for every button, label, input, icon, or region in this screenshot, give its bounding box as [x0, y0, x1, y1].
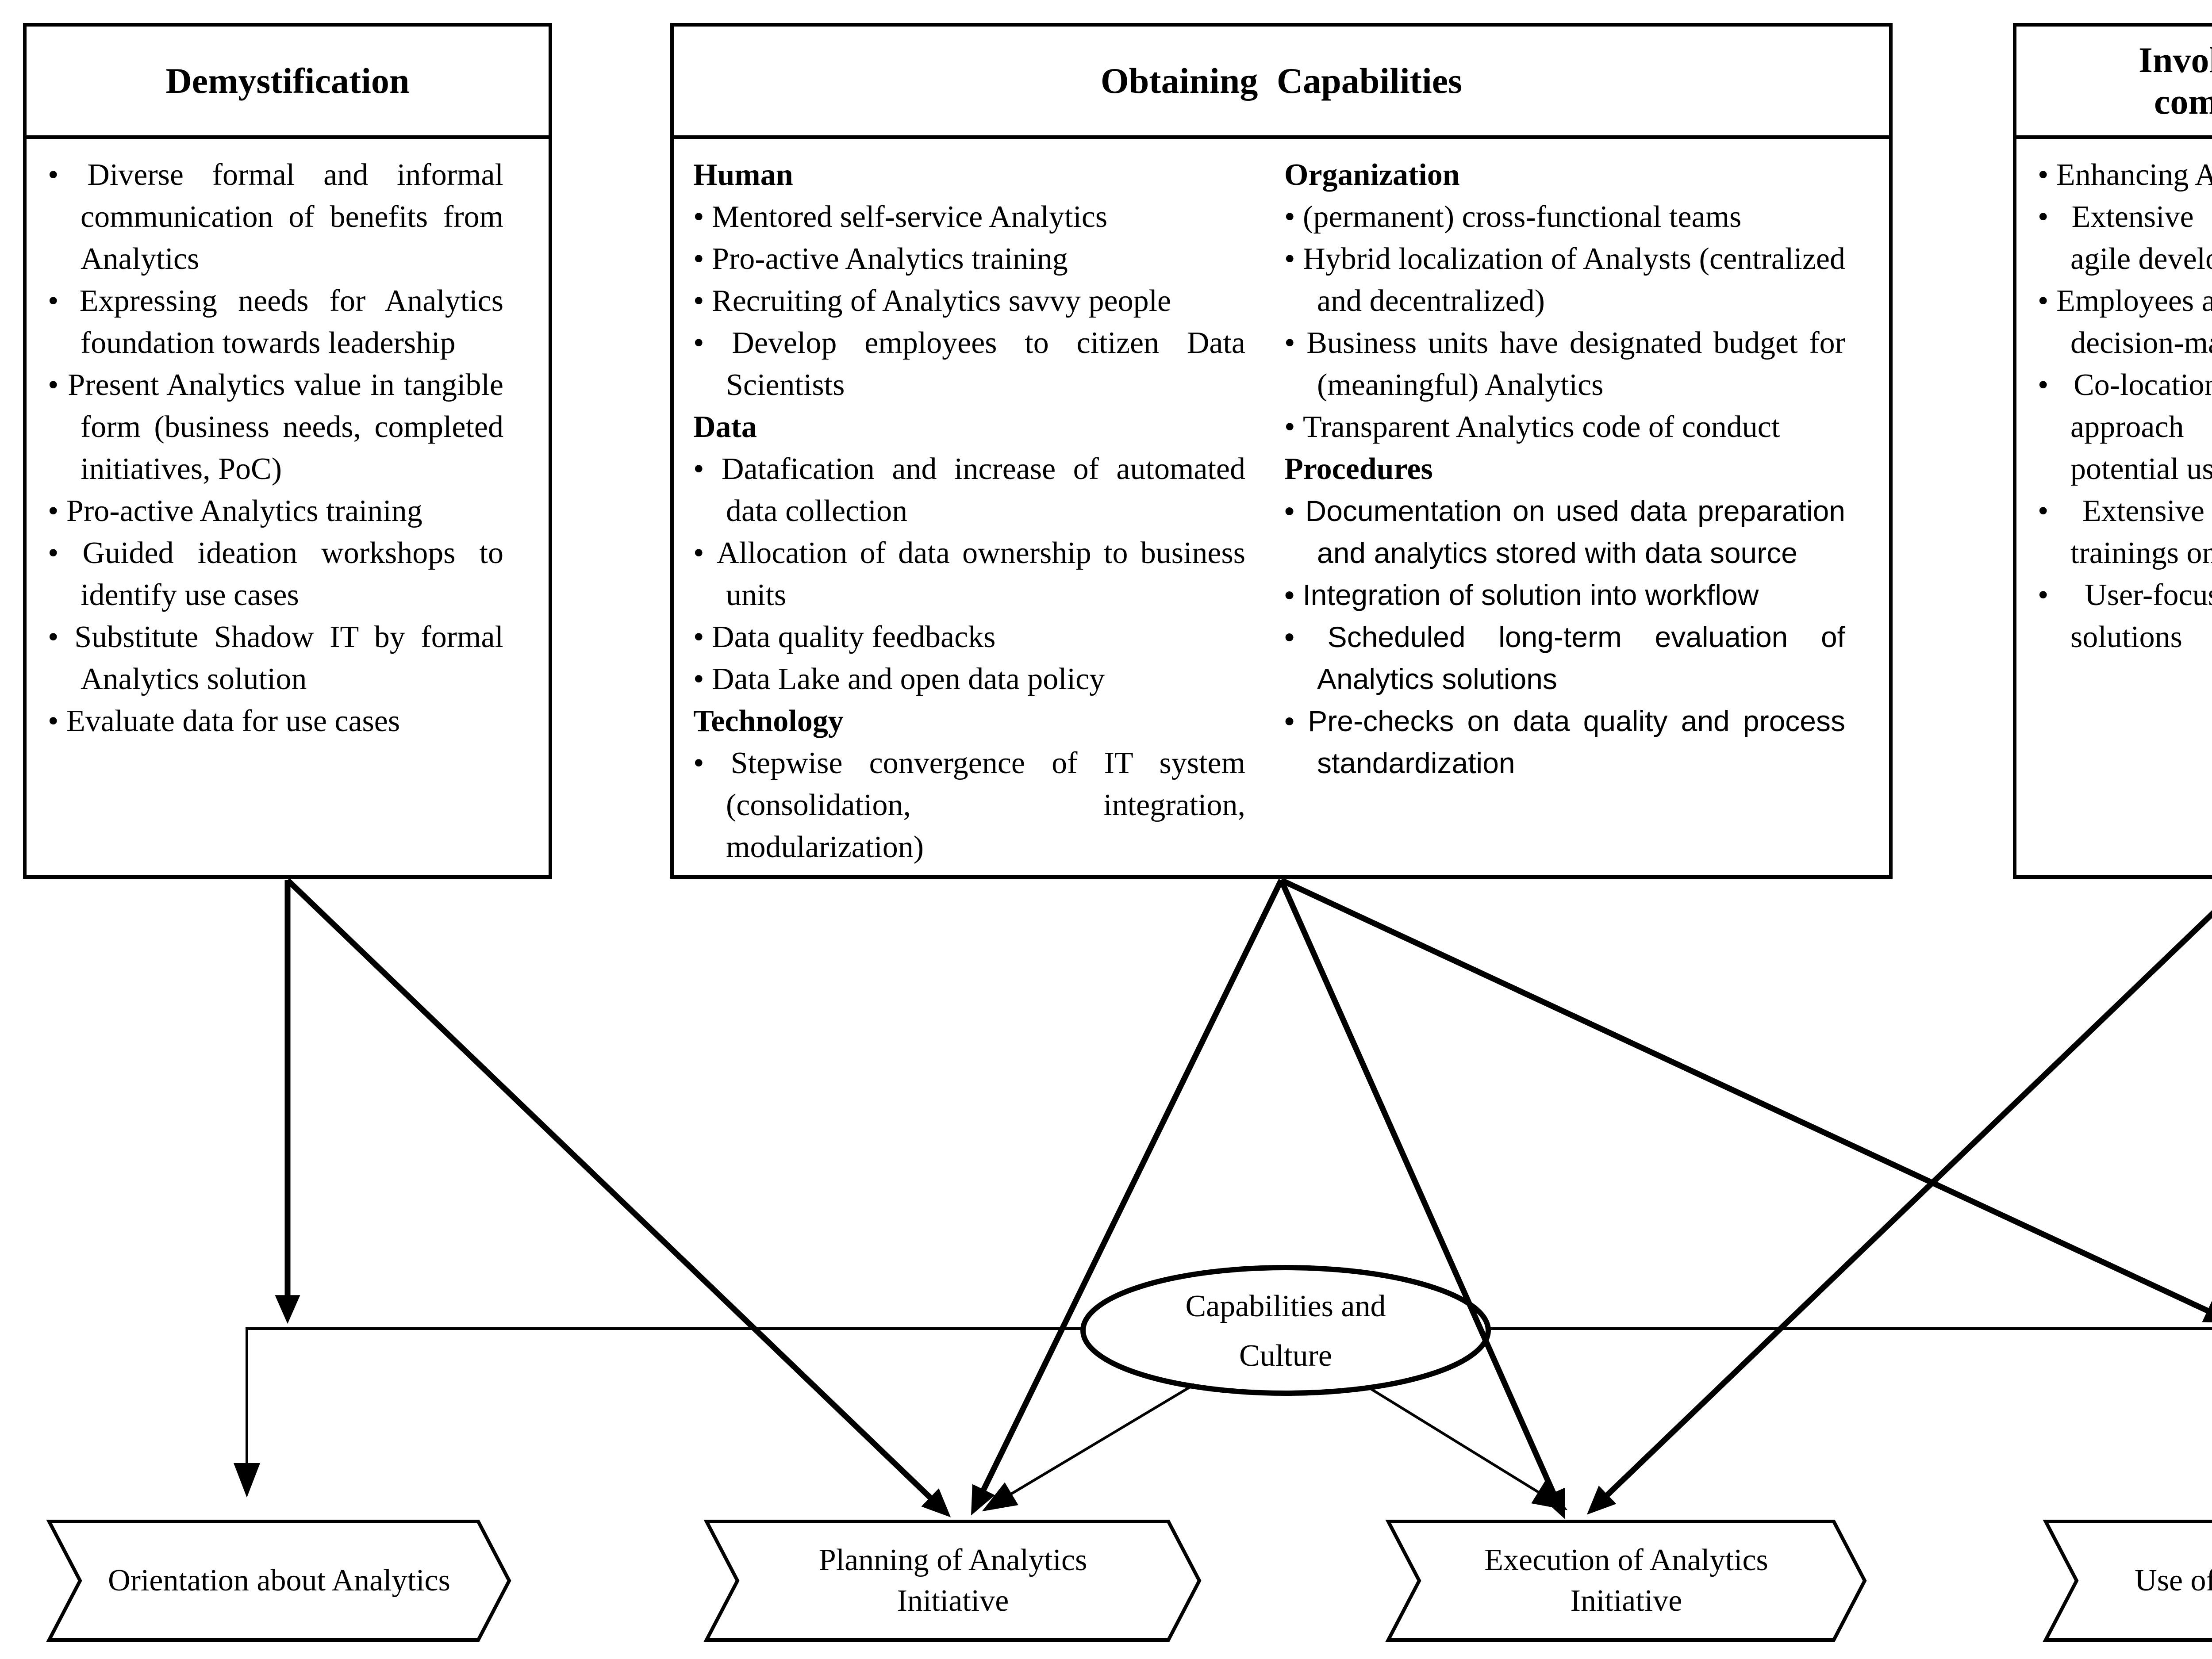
bullet-item: Enhancing Analysts’ collaboration: [2038, 154, 2212, 196]
bullet-item: Substitute Shadow IT by formal Analytics…: [48, 616, 503, 700]
bullet-item: Expressing needs for Analytics foundatio…: [48, 280, 503, 364]
bullet-item: Guided ideation workshops to identify us…: [48, 532, 503, 616]
bullet-list-data: Datafication and increase of automated d…: [693, 448, 1245, 700]
box-obtaining-capabilities: Obtaining CapabilitiesHumanMentored self…: [670, 23, 1893, 879]
bullet-item: Stepwise convergence of IT system (conso…: [693, 742, 1245, 868]
bullet-item: User-focused deployment of solutions: [2038, 574, 2212, 658]
bullet-item: Hybrid localization of Analysts (central…: [1284, 238, 1845, 322]
section-technology: TechnologyStepwise convergence of IT sys…: [693, 700, 1245, 868]
section-main: Enhancing Analysts’ collaborationExtensi…: [2038, 154, 2212, 658]
arrow-capabilities-to-rail: [1280, 877, 2212, 1323]
bullet-item: Pro-active Analytics training: [693, 238, 1245, 280]
bullet-item: Pre-checks on data quality and process s…: [1284, 700, 1845, 784]
box-obtaining-capabilities-column-2: Organization (permanent) cross-functional…: [1284, 154, 1845, 868]
section-procedures: ProceduresDocumentation on used data pre…: [1284, 448, 1845, 784]
arrow-capabilities-to-planning: [971, 879, 1284, 1516]
bullet-list-organization: (permanent) cross-functional teamsHybrid…: [1284, 196, 1845, 448]
bullet-list-main: Enhancing Analysts’ collaborationExtensi…: [2038, 154, 2212, 658]
bullet-item: Recruiting of Analytics savvy people: [693, 280, 1245, 322]
bullet-item: Transparent Analytics code of conduct: [1284, 406, 1845, 448]
bullet-list-technology: Stepwise convergence of IT system (conso…: [693, 742, 1245, 868]
section-heading-technology: Technology: [693, 704, 844, 738]
capabilities-culture-text: Capabilities and Culture: [1185, 1289, 1386, 1373]
bullet-list-human: Mentored self-service AnalyticsPro-activ…: [693, 196, 1245, 406]
bullet-item: Extensive user involvement in agile deve…: [2038, 196, 2212, 280]
box-body-demystification: Diverse formal and informal communicatio…: [27, 139, 549, 742]
bullet-item: Extensive trainings and re-trainings on …: [2038, 490, 2212, 574]
arrow-demystification-to-planning: [285, 878, 951, 1517]
process-step-label: Orientation about Analytics: [108, 1563, 450, 1598]
process-step-use: Use of Analytics solution: [2101, 1521, 2212, 1640]
bullet-item: Integration of solution into workflow: [1284, 574, 1845, 616]
bullet-item: Data Lake and open data policy: [693, 658, 1245, 700]
box-demystification-column-1: Diverse formal and informal communicatio…: [48, 154, 503, 742]
box-body-obtaining-capabilities: HumanMentored self-service AnalyticsPro-…: [674, 139, 1889, 868]
bullet-item: Mentored self-service Analytics: [693, 196, 1245, 238]
bullet-item: Scheduled long-term evaluation of Analyt…: [1284, 616, 1845, 700]
arrow-ellipse-to-execution: [1368, 1387, 1568, 1510]
bullet-item: (permanent) cross-functional teams: [1284, 196, 1845, 238]
process-step-orientation: Orientation about Analytics: [89, 1521, 469, 1640]
chevron-shape-planning: [703, 1520, 1202, 1642]
section-main: Diverse formal and informal communicatio…: [48, 154, 503, 742]
box-title-demystification: Demystification: [27, 27, 549, 139]
box-demystification: DemystificationDiverse formal and inform…: [23, 23, 552, 879]
process-step-planning: Planning of Analytics Initiative: [763, 1521, 1143, 1640]
process-step-label: Use of Analytics solution: [2135, 1563, 2212, 1598]
bullet-item: Datafication and increase of automated d…: [693, 448, 1245, 532]
bullet-item: Data quality feedbacks: [693, 616, 1245, 658]
box-body-involvement-communication: Enhancing Analysts’ collaborationExtensi…: [2016, 139, 2212, 658]
capabilities-culture-ellipse: [1080, 1265, 1491, 1396]
bullet-item: Pro-active Analytics training: [48, 490, 503, 532]
section-heading-organization: Organization: [1284, 158, 1460, 192]
section-organization: Organization (permanent) cross-functional…: [1284, 154, 1845, 448]
section-heading-procedures: Procedures: [1284, 452, 1433, 486]
box-obtaining-capabilities-column-1: HumanMentored self-service AnalyticsPro-…: [693, 154, 1245, 868]
chevron-shape-orientation: [46, 1520, 511, 1642]
process-step-execution: Execution of Analytics Initiative: [1436, 1521, 1816, 1640]
chevron-shape-execution: [1385, 1520, 1867, 1642]
chevron-shape-use: [2043, 1520, 2212, 1642]
bullet-item: Employees are demanded to justify decisi…: [2038, 280, 2212, 364]
arrow-capabilities-to-execution: [1279, 879, 1565, 1519]
bullet-item: Allocation of data ownership to business…: [693, 532, 1245, 616]
bullet-list-procedures: Documentation on used data preparation a…: [1284, 490, 1845, 784]
process-step-label: Planning of Analytics Initiative: [818, 1543, 1087, 1618]
arrow-involvement-to-execution: [1586, 910, 2212, 1515]
bullet-item: Documentation on used data preparation a…: [1284, 490, 1845, 574]
box-title-involvement-communication: Involvement and communication: [2016, 27, 2212, 139]
bullet-item: Business units have designated budget fo…: [1284, 322, 1845, 406]
section-data: DataDatafication and increase of automat…: [693, 406, 1245, 700]
box-involvement-communication-column-1: Enhancing Analysts’ collaborationExtensi…: [2038, 154, 2212, 658]
arrow-ellipse-to-planning: [982, 1383, 1195, 1512]
section-heading-data: Data: [693, 410, 757, 444]
bullet-item: Develop employees to citizen Data Scient…: [693, 322, 1245, 406]
capabilities-culture-label: Capabilities and Culture: [1131, 1278, 1440, 1384]
bullet-item: Present Analytics value in tangible form…: [48, 364, 503, 490]
bullet-item: Evaluate data for use cases: [48, 700, 503, 742]
process-step-label: Execution of Analytics Initiative: [1484, 1543, 1768, 1618]
bullet-item: Co-location or field-and-forum approach …: [2038, 364, 2212, 490]
box-involvement-communication: Involvement and communicationEnhancing A…: [2013, 23, 2212, 879]
section-heading-human: Human: [693, 158, 793, 192]
section-human: HumanMentored self-service AnalyticsPro-…: [693, 154, 1245, 406]
box-title-obtaining-capabilities: Obtaining Capabilities: [674, 27, 1889, 139]
bullet-list-main: Diverse formal and informal communicatio…: [48, 154, 503, 742]
bullet-item: Diverse formal and informal communicatio…: [48, 154, 503, 280]
